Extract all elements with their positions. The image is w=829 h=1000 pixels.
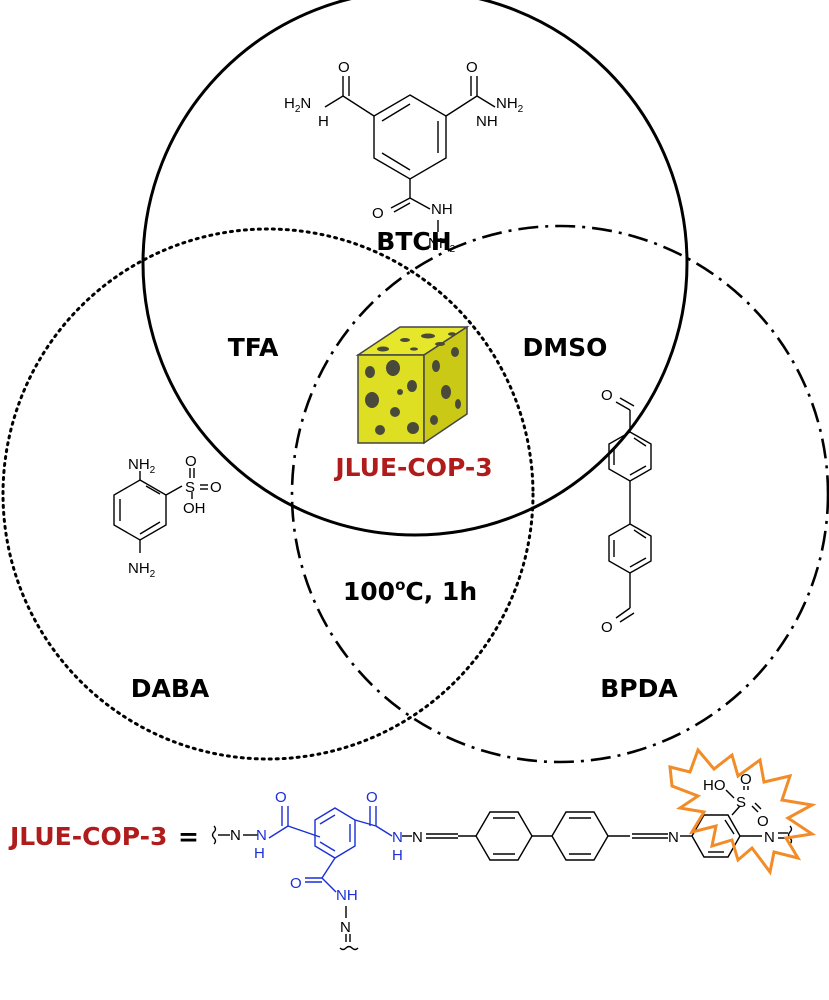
btch-h2n-left: H2N [284,95,311,115]
daba-o-top: O [185,453,197,470]
btch-nh2-bottom: NH2 [428,235,456,255]
formula-ho: HO [703,777,726,794]
formula-n-7: N [764,829,775,846]
bpda-o-bottom: O [601,619,613,636]
circle-bpda [290,224,829,764]
formula-n-2: N [256,827,267,844]
label-center-product: JLUE-COP-3 [333,453,492,482]
circle-btch [141,0,689,537]
highlight-burst-icon [668,747,817,876]
daba-molecule [113,468,208,553]
formula-n-1: N [230,827,241,844]
btch-molecule [324,76,496,232]
formula-o-2: O [366,789,378,806]
formula-s: S [736,794,746,811]
formula-structure [211,806,793,951]
formula-name: JLUE-COP-3 [8,822,167,851]
bpda-molecule [608,397,652,623]
label-btch: BTCH [376,227,451,256]
formula-h-1: H [254,845,265,862]
daba-o-right: O [210,479,222,496]
daba-nh2-bottom: NH2 [128,560,156,580]
circle-daba [1,227,535,761]
daba-nh2-top: NH2 [128,456,156,476]
formula-nh: NH [336,887,358,904]
label-bpda: BPDA [600,674,678,703]
formula-o-top: O [740,771,752,788]
formula-n-5: N [340,919,351,936]
label-daba: DABA [131,674,210,703]
bpda-o-top: O [601,387,613,404]
formula-n-4: N [412,829,423,846]
formula-equals: = [178,822,199,851]
btch-o-right: O [466,59,478,76]
formula-n-6: N [668,829,679,846]
label-conditions: 100oC, 1h [343,576,477,606]
formula-n-3: N [392,829,403,846]
btch-h-left: H [318,113,329,130]
btch-o-left: O [338,59,350,76]
btch-nh-right: NH [476,113,498,130]
formula-o-right: O [757,813,769,830]
formula-h-2: H [392,847,403,864]
formula-o-1: O [275,789,287,806]
cube-icon [355,325,470,445]
label-dmso: DMSO [523,333,608,362]
btch-nh2-right: NH2 [496,95,524,115]
label-tfa: TFA [228,333,279,362]
daba-s: S [185,479,195,496]
daba-oh: OH [183,500,206,517]
formula-o-3: O [290,875,302,892]
btch-nh-bottom: NH [431,201,453,218]
btch-o-bottom: O [372,205,384,222]
sulfonate-bonds [725,786,762,816]
